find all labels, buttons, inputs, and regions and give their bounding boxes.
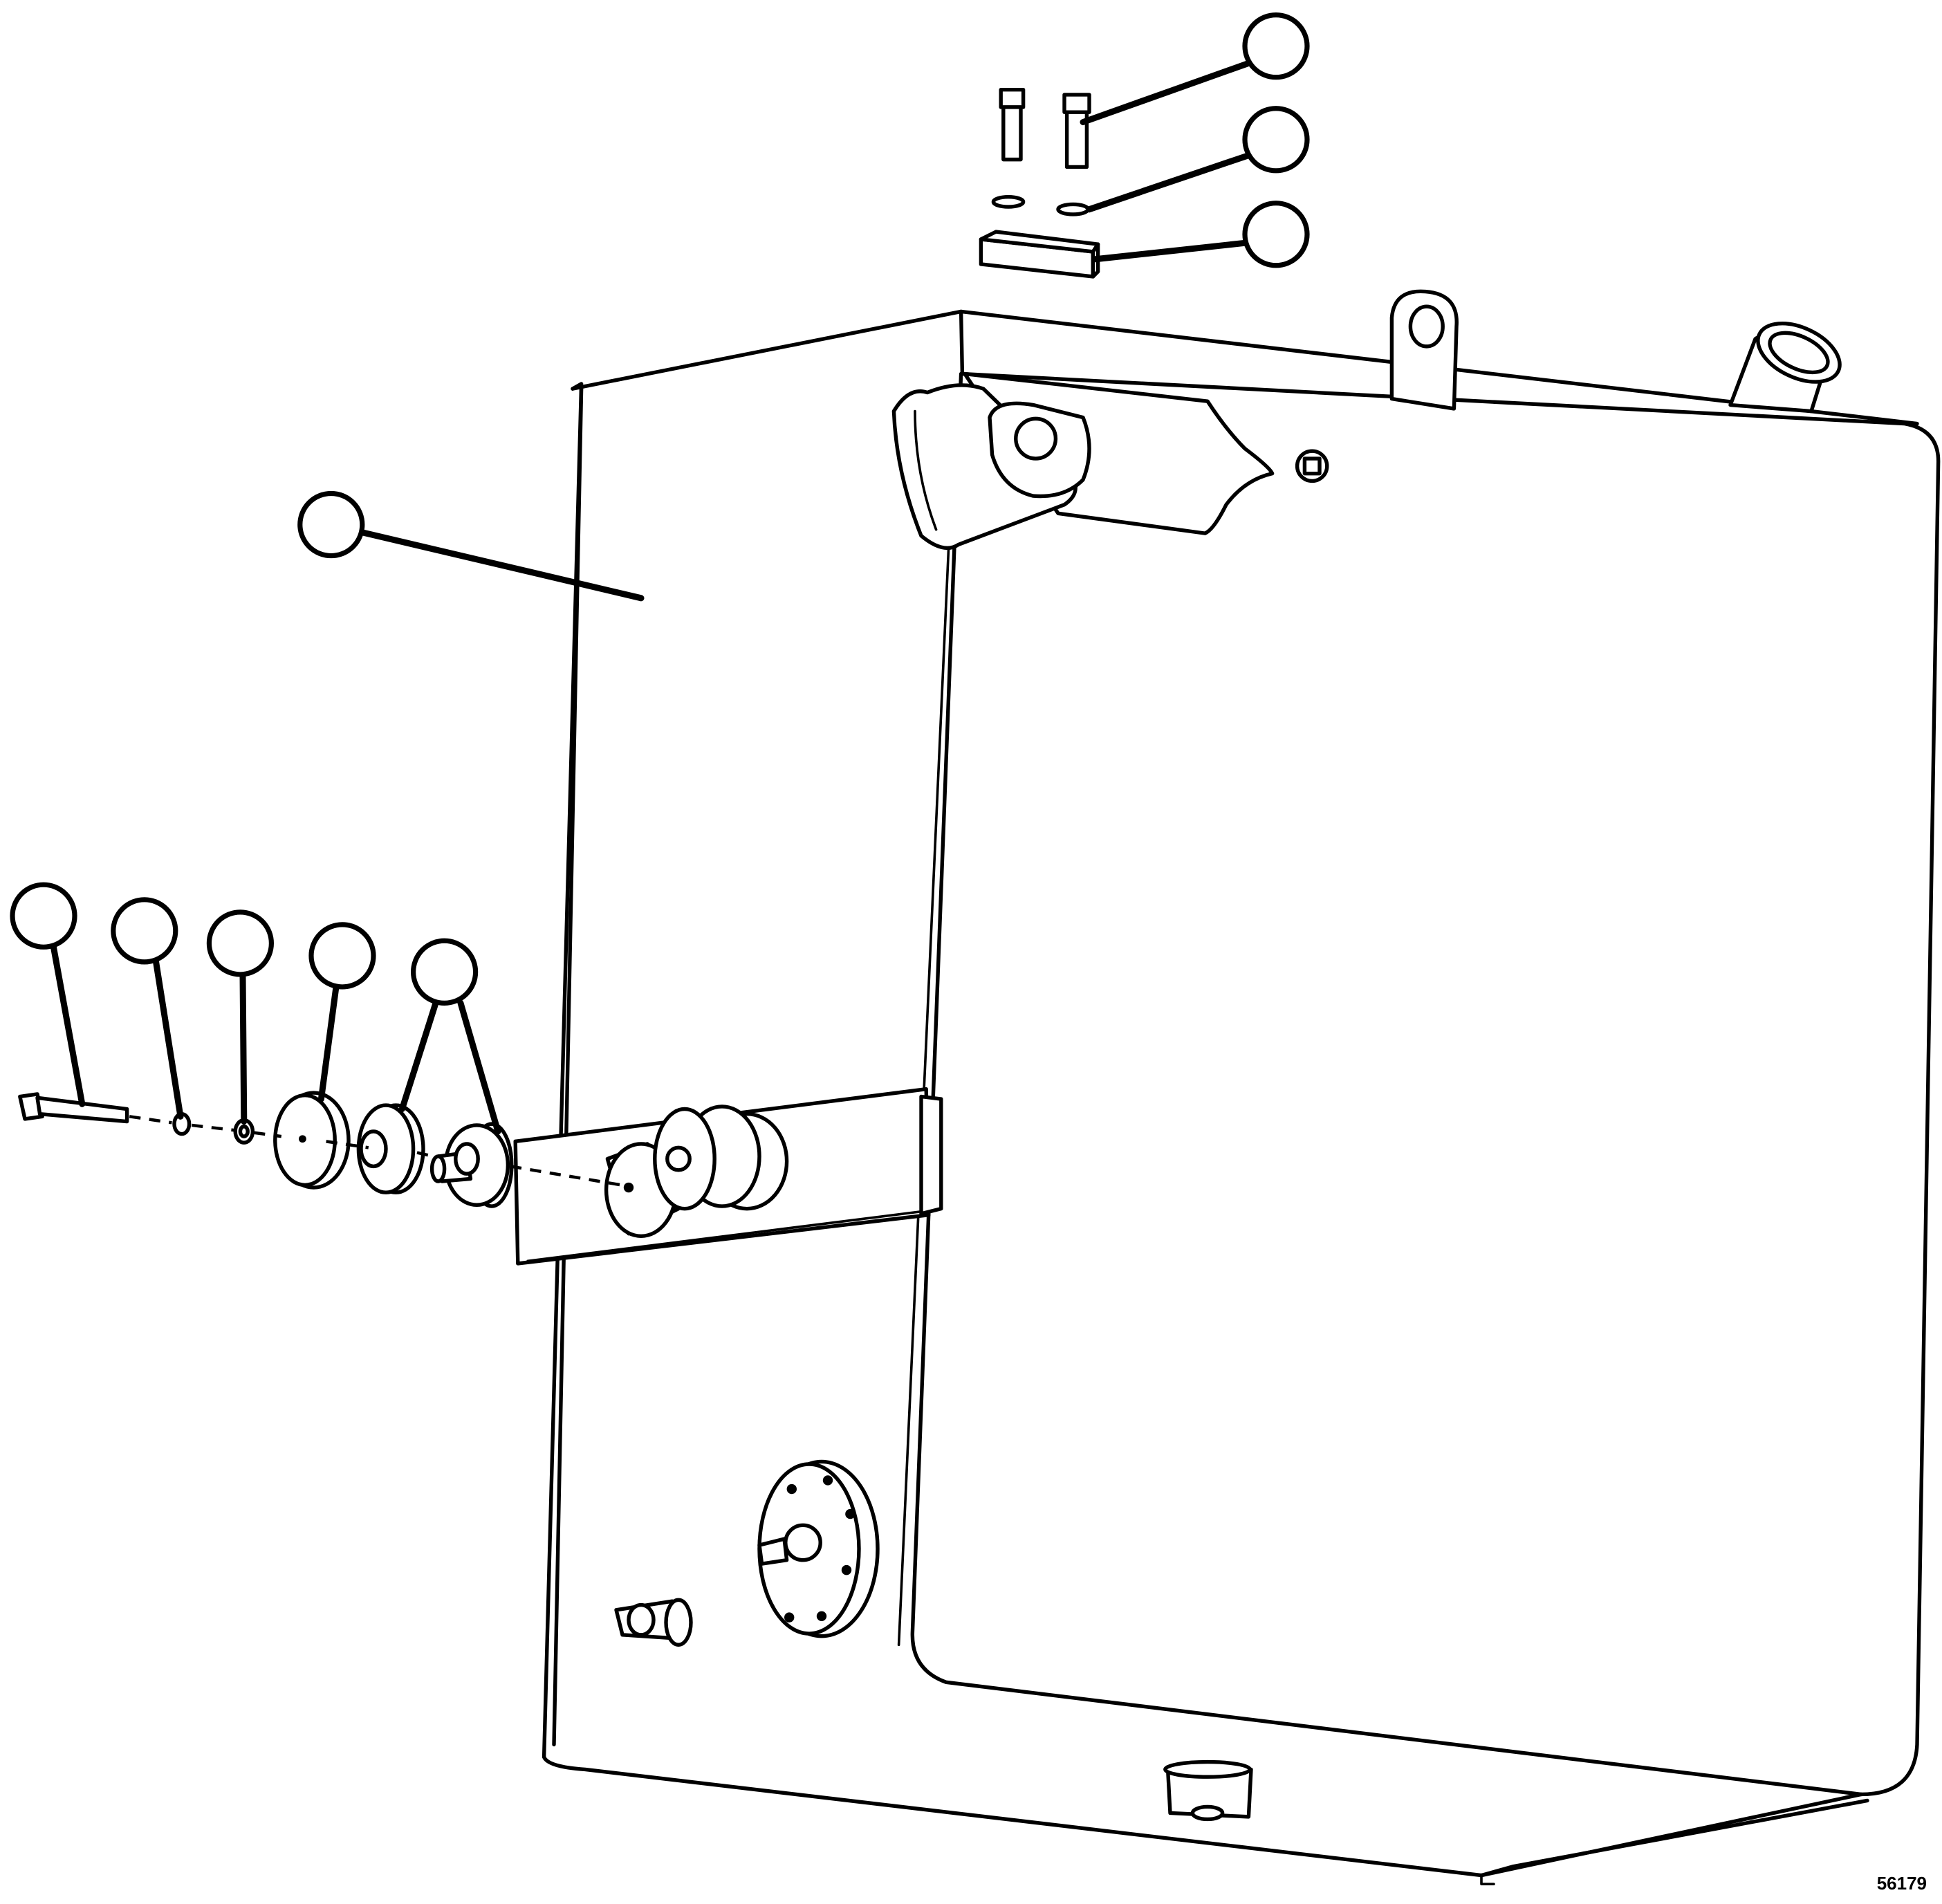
- figure-number: 56179: [1876, 1873, 1927, 1894]
- washer-right: [1056, 202, 1090, 216]
- fill-neck: [1728, 322, 1842, 414]
- callout-balloons: [10, 12, 1310, 1006]
- capscrew-right: [1062, 93, 1091, 169]
- isolator-ring: [356, 1103, 425, 1194]
- balloon-locknut: [111, 897, 178, 965]
- balloon-bolt: [10, 882, 77, 950]
- drain-fitting: [614, 1598, 693, 1647]
- strap-isolator: [604, 1104, 789, 1238]
- bottom-drain-plug: [1163, 1759, 1253, 1822]
- balloon-washer-top: [1242, 106, 1310, 174]
- spacer-block: [979, 230, 1100, 279]
- flat-washer: [233, 1118, 255, 1145]
- balloon-large-washer: [308, 922, 376, 990]
- balloon-isolator-mount: [411, 938, 479, 1006]
- capscrew-left: [999, 88, 1026, 162]
- hydraulic-tank: [513, 289, 1941, 1885]
- lifting-eye: [1389, 289, 1459, 411]
- balloon-flat-washer: [206, 909, 275, 977]
- large-washer: [273, 1091, 351, 1190]
- top-mounting-bracket: [891, 371, 1275, 551]
- balloon-spacer-block: [1242, 201, 1310, 268]
- isolator-stud: [429, 1122, 514, 1208]
- side-hardware: [18, 1091, 629, 1208]
- plug-upper: [1295, 449, 1329, 483]
- top-hardware: [979, 88, 1100, 279]
- sender-plate: [757, 1459, 880, 1638]
- balloon-capscrew-top: [1242, 12, 1310, 80]
- callout-leaders: [50, 59, 1255, 1135]
- balloon-tank: [297, 490, 365, 559]
- washer-left: [991, 194, 1026, 209]
- hex-bolt: [18, 1092, 129, 1124]
